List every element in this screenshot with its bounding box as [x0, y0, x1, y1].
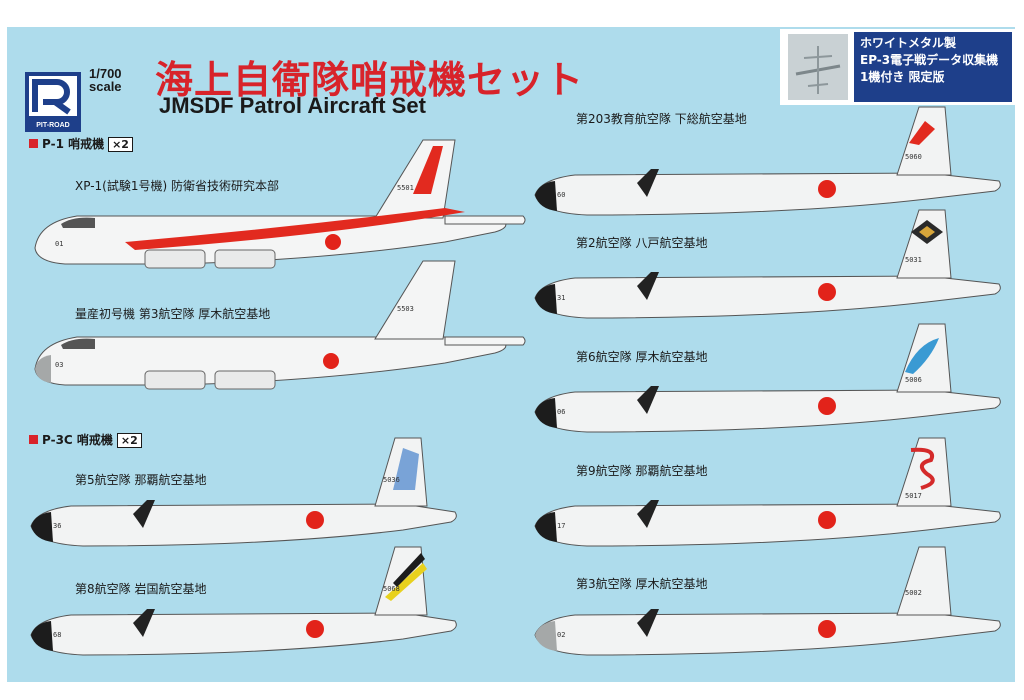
aircraft-p3c-6-illustration: 5006 06: [534, 323, 1001, 433]
promo-line-3: 1機付き 限定版: [860, 70, 945, 84]
caption-p3c-6: 第6航空隊 厚木航空基地: [576, 350, 708, 364]
logo-text: PIT-ROAD: [36, 122, 69, 129]
tail-number: 5017: [905, 492, 922, 500]
pit-road-logo: PIT-ROAD: [25, 72, 81, 132]
aircraft-p1-illustration: 5503 03: [34, 260, 526, 390]
tail-number: 5006: [905, 376, 922, 384]
promo-line-1: ホワイトメタル製: [860, 36, 957, 50]
tail-number: 5002: [905, 589, 922, 597]
aircraft-p3c-203-illustration: 5060 60: [534, 106, 1001, 216]
promo-text: ホワイトメタル製 EP-3電子戦データ収集機 1機付き 限定版: [854, 32, 1012, 102]
title-english: JMSDF Patrol Aircraft Set: [159, 93, 426, 118]
nose-number: 06: [557, 408, 565, 416]
nose-number: 60: [557, 191, 565, 199]
tail-number: 5031: [905, 256, 922, 264]
nose-number: 01: [55, 240, 63, 248]
scale-ratio: 1/700: [89, 66, 122, 81]
aircraft-p3c-5-illustration: 5036 36: [30, 437, 457, 547]
section-marker: [29, 435, 38, 444]
tail-number: 5036: [383, 476, 400, 484]
nose-number: 02: [557, 631, 565, 639]
scale-word: scale: [89, 79, 122, 94]
tail-number: 5060: [905, 153, 922, 161]
caption-p3c-8: 第8航空隊 岩国航空基地: [75, 582, 207, 596]
caption-p3c-9: 第9航空隊 那覇航空基地: [576, 464, 708, 478]
aircraft-p3c-8-illustration: 5068 68: [30, 546, 457, 656]
section-marker: [29, 139, 38, 148]
tail-number: 5503: [397, 305, 414, 313]
caption-p1: 量産初号機 第3航空隊 厚木航空基地: [75, 307, 271, 321]
nose-number: 36: [53, 522, 61, 530]
nose-number: 03: [55, 361, 63, 369]
aircraft-p3c-3-illustration: 5002 02: [534, 546, 1001, 656]
section-p3c-label: P-3C 哨戒機: [42, 433, 113, 447]
section-p1-count: ×2: [108, 137, 133, 152]
ep3-model-photo: [788, 34, 848, 100]
caption-xp1: XP-1(試験1号機) 防衛省技術研究本部: [75, 179, 279, 193]
section-p1-label: P-1 哨戒機: [42, 137, 105, 151]
nose-number: 17: [557, 522, 565, 530]
box-art-sheet: PIT-ROAD 1/700 scale 海上自衛隊哨戒機セット JMSDF P…: [7, 27, 1015, 682]
promo-line-2: EP-3電子戦データ収集機: [860, 53, 999, 67]
tail-number: 5068: [383, 585, 400, 593]
caption-p3c-3: 第3航空隊 厚木航空基地: [576, 577, 708, 591]
section-p3c-count: ×2: [116, 433, 142, 448]
caption-p3c-2: 第2航空隊 八戸航空基地: [576, 236, 708, 250]
section-p1: P-1 哨戒機×2: [29, 135, 133, 152]
tail-number: 5501: [397, 184, 414, 192]
nose-number: 31: [557, 294, 565, 302]
aircraft-p3c-9-illustration: 5017 17: [534, 437, 1001, 547]
caption-p3c-203: 第203教育航空隊 下総航空基地: [576, 112, 747, 126]
aircraft-xp1-illustration: 5501 01: [34, 139, 526, 269]
promo-box: ホワイトメタル製 EP-3電子戦データ収集機 1機付き 限定版: [780, 29, 1015, 105]
nose-number: 68: [53, 631, 61, 639]
aircraft-p3c-2-illustration: 5031 31: [534, 209, 1001, 319]
section-p3c: P-3C 哨戒機×2: [29, 431, 142, 448]
title-japanese: 海上自衛隊哨戒機セット: [155, 58, 585, 102]
scale-label: 1/700 scale: [89, 67, 122, 93]
caption-p3c-5: 第5航空隊 那覇航空基地: [75, 473, 207, 487]
